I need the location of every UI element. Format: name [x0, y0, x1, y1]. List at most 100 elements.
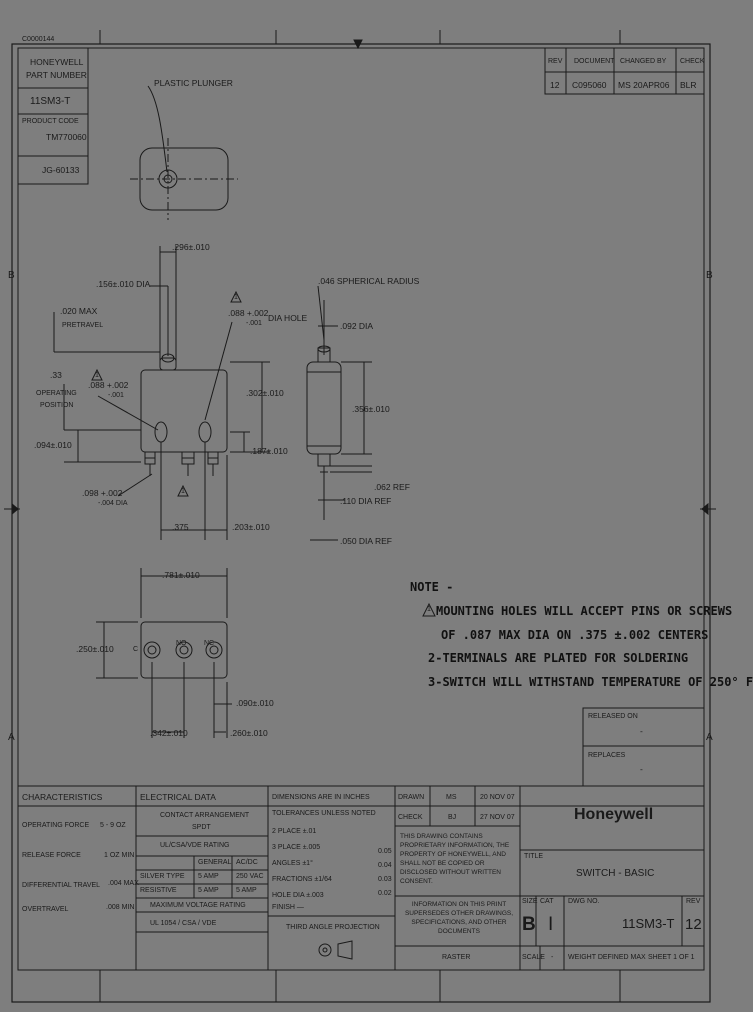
- zone-marker-b-right: B: [706, 270, 713, 281]
- scale-label: SCALE: [522, 954, 545, 961]
- terminal-c-label: C: [133, 646, 139, 653]
- char-row-value: .004 MAX: [108, 880, 139, 887]
- released-on-label: RELEASED ON: [588, 713, 638, 720]
- electrical-row1-type: SILVER TYPE: [140, 873, 185, 880]
- warn-mark-2: 1: [95, 372, 99, 379]
- electrical-title: ELECTRICAL DATA: [140, 792, 216, 802]
- dim-050: .050 DIA REF: [340, 536, 392, 546]
- tolerance-row: 3 PLACE ±.005: [272, 844, 321, 851]
- tolerance-row: ANGLES ±1°: [272, 860, 313, 867]
- dim-090: .090±.010: [236, 698, 274, 708]
- note-1a: MOUNTING HOLES WILL ACCEPT PINS OR SCREW…: [436, 604, 733, 618]
- electrical-ul-line: UL/CSA/VDE RATING: [160, 842, 230, 849]
- warn-mark-3: 1: [181, 488, 185, 495]
- electrical-max-voltage: MAXIMUM VOLTAGE RATING: [150, 902, 246, 909]
- dim-356: .356±.010: [352, 404, 390, 414]
- top-left-reference: C0000144: [22, 36, 55, 43]
- warn-mark-1: 1: [234, 294, 238, 301]
- electrical-row2-ac: 5 AMP: [236, 887, 257, 894]
- rev-header-changed-by: CHANGED BY: [620, 58, 667, 65]
- replaces-label: REPLACES: [588, 752, 626, 759]
- cat-label: CAT: [540, 898, 554, 905]
- label-max-pretravel-2: PRETRAVEL: [62, 322, 104, 329]
- zone-marker-b: B: [8, 270, 15, 281]
- source-note: INFORMATION ON THIS PRINT SUPERSEDES OTH…: [404, 901, 514, 935]
- terminal-nc-label: NC: [204, 640, 215, 647]
- char-row-label: OPERATING FORCE: [22, 822, 90, 829]
- tolerance-row: FINISH —: [272, 904, 304, 911]
- dim-088-hole-minus: -.001: [246, 320, 262, 327]
- rev-header-rev: REV: [548, 58, 563, 65]
- honeywell-brand: Honeywell: [574, 806, 654, 823]
- rev-row-changed-by: MS 20APR06: [618, 80, 670, 90]
- title-label: TITLE: [524, 853, 544, 860]
- dwg-no-value: 11SM3-T: [622, 916, 675, 931]
- sign-row-date: 27 NOV 07: [480, 814, 515, 821]
- rev-value: 12: [685, 916, 702, 933]
- dwg-no-label: DWG NO.: [568, 898, 600, 905]
- dim-092: .092 DIA: [340, 321, 374, 331]
- size-value: B: [522, 914, 536, 935]
- label-dia-hole: DIA HOLE: [268, 313, 308, 323]
- label-spherical-radius: .046 SPHERICAL RADIUS: [318, 276, 420, 286]
- char-row-value: .008 MIN: [106, 904, 135, 911]
- char-row-label: OVERTRAVEL: [22, 906, 69, 913]
- header-part-number-label: PART NUMBER: [26, 70, 87, 80]
- dim-302: .302±.010: [246, 388, 284, 398]
- electrical-row2-general: 5 AMP: [198, 887, 219, 894]
- dim-187: .187±.010: [250, 446, 288, 456]
- header-part-number: 11SM3-T: [30, 96, 71, 107]
- terminal-no-label: NO: [176, 640, 187, 647]
- dim-781: .781±.010: [162, 570, 200, 580]
- characteristics-title: CHARACTERISTICS: [22, 792, 103, 802]
- sign-row-label: DRAWN: [398, 794, 425, 801]
- notes-title: NOTE -: [410, 580, 454, 594]
- label-position: POSITION: [40, 402, 74, 409]
- dim-296: .296±.010: [172, 242, 210, 252]
- label-max-pretravel-1: .020 MAX: [60, 306, 98, 316]
- char-row-value: 5 - 9 OZ: [100, 822, 126, 829]
- electrical-col-ac: AC/DC: [236, 859, 258, 866]
- size-label: SIZE: [522, 898, 538, 905]
- electrical-contact-arrangement: CONTACT ARRANGEMENT: [160, 812, 250, 819]
- note-2: 2-TERMINALS ARE PLATED FOR SOLDERING: [428, 651, 689, 665]
- zone-marker-a-right: A: [706, 732, 713, 743]
- tolerance-row: TOLERANCES UNLESS NOTED: [272, 810, 376, 817]
- note-1b: OF .087 MAX DIA ON .375 ±.002 CENTERS: [441, 628, 709, 642]
- replaces-value: -: [640, 764, 643, 774]
- sign-row-initials: BJ: [448, 814, 457, 821]
- electrical-row2-type: RESISTIVE: [140, 887, 177, 894]
- electrical-approvals: UL 1054 / CSA / VDE: [150, 920, 217, 927]
- line-work: [4, 30, 716, 1003]
- rev-row-document: C095060: [572, 80, 607, 90]
- dim-110: .110 DIA REF: [340, 496, 392, 506]
- dim-088-side: .088 +.002: [88, 380, 129, 390]
- note-3: 3-SWITCH WILL WITHSTAND TEMPERATURE OF 2…: [428, 675, 753, 689]
- weight-label: WEIGHT DEFINED MAX: [568, 954, 646, 961]
- note-1-mark: 1: [427, 606, 431, 613]
- sign-row-date: 20 NOV 07: [480, 794, 515, 801]
- sign-row-label: CHECK: [398, 814, 423, 821]
- rev-row-rev: 12: [550, 80, 560, 90]
- dim-088-side-minus: -.001: [108, 392, 124, 399]
- dim-250: .250±.010: [76, 644, 114, 654]
- disclaimer: THIS DRAWING CONTAINS PROPRIETARY INFORM…: [400, 833, 510, 885]
- cat-value: I: [548, 914, 554, 935]
- released-on-value: -: [640, 726, 643, 736]
- electrical-row1-ac: 250 VAC: [236, 873, 264, 880]
- header-honeywell-label: HONEYWELL: [30, 57, 84, 67]
- char-row-label: DIFFERENTIAL TRAVEL: [22, 882, 101, 889]
- sign-row-initials: MS: [446, 794, 457, 801]
- raster-label: RASTER: [442, 954, 471, 961]
- rev-header-check: CHECK: [680, 58, 705, 65]
- dim-098-minus: -.004 DIA: [98, 500, 128, 507]
- dim-375: .375: [172, 522, 189, 532]
- projection-title: THIRD ANGLE PROJECTION: [286, 924, 380, 931]
- label-operating: OPERATING: [36, 390, 77, 397]
- tolerance-row: FRACTIONS ±1/64: [272, 876, 332, 883]
- rev-label: REV: [686, 898, 701, 905]
- dim-088-hole: .088 +.002: [228, 308, 269, 318]
- dim-094: .094±.010: [34, 440, 72, 450]
- title-value: SWITCH - BASIC: [576, 868, 655, 879]
- dim-098: .098 +.002: [82, 488, 123, 498]
